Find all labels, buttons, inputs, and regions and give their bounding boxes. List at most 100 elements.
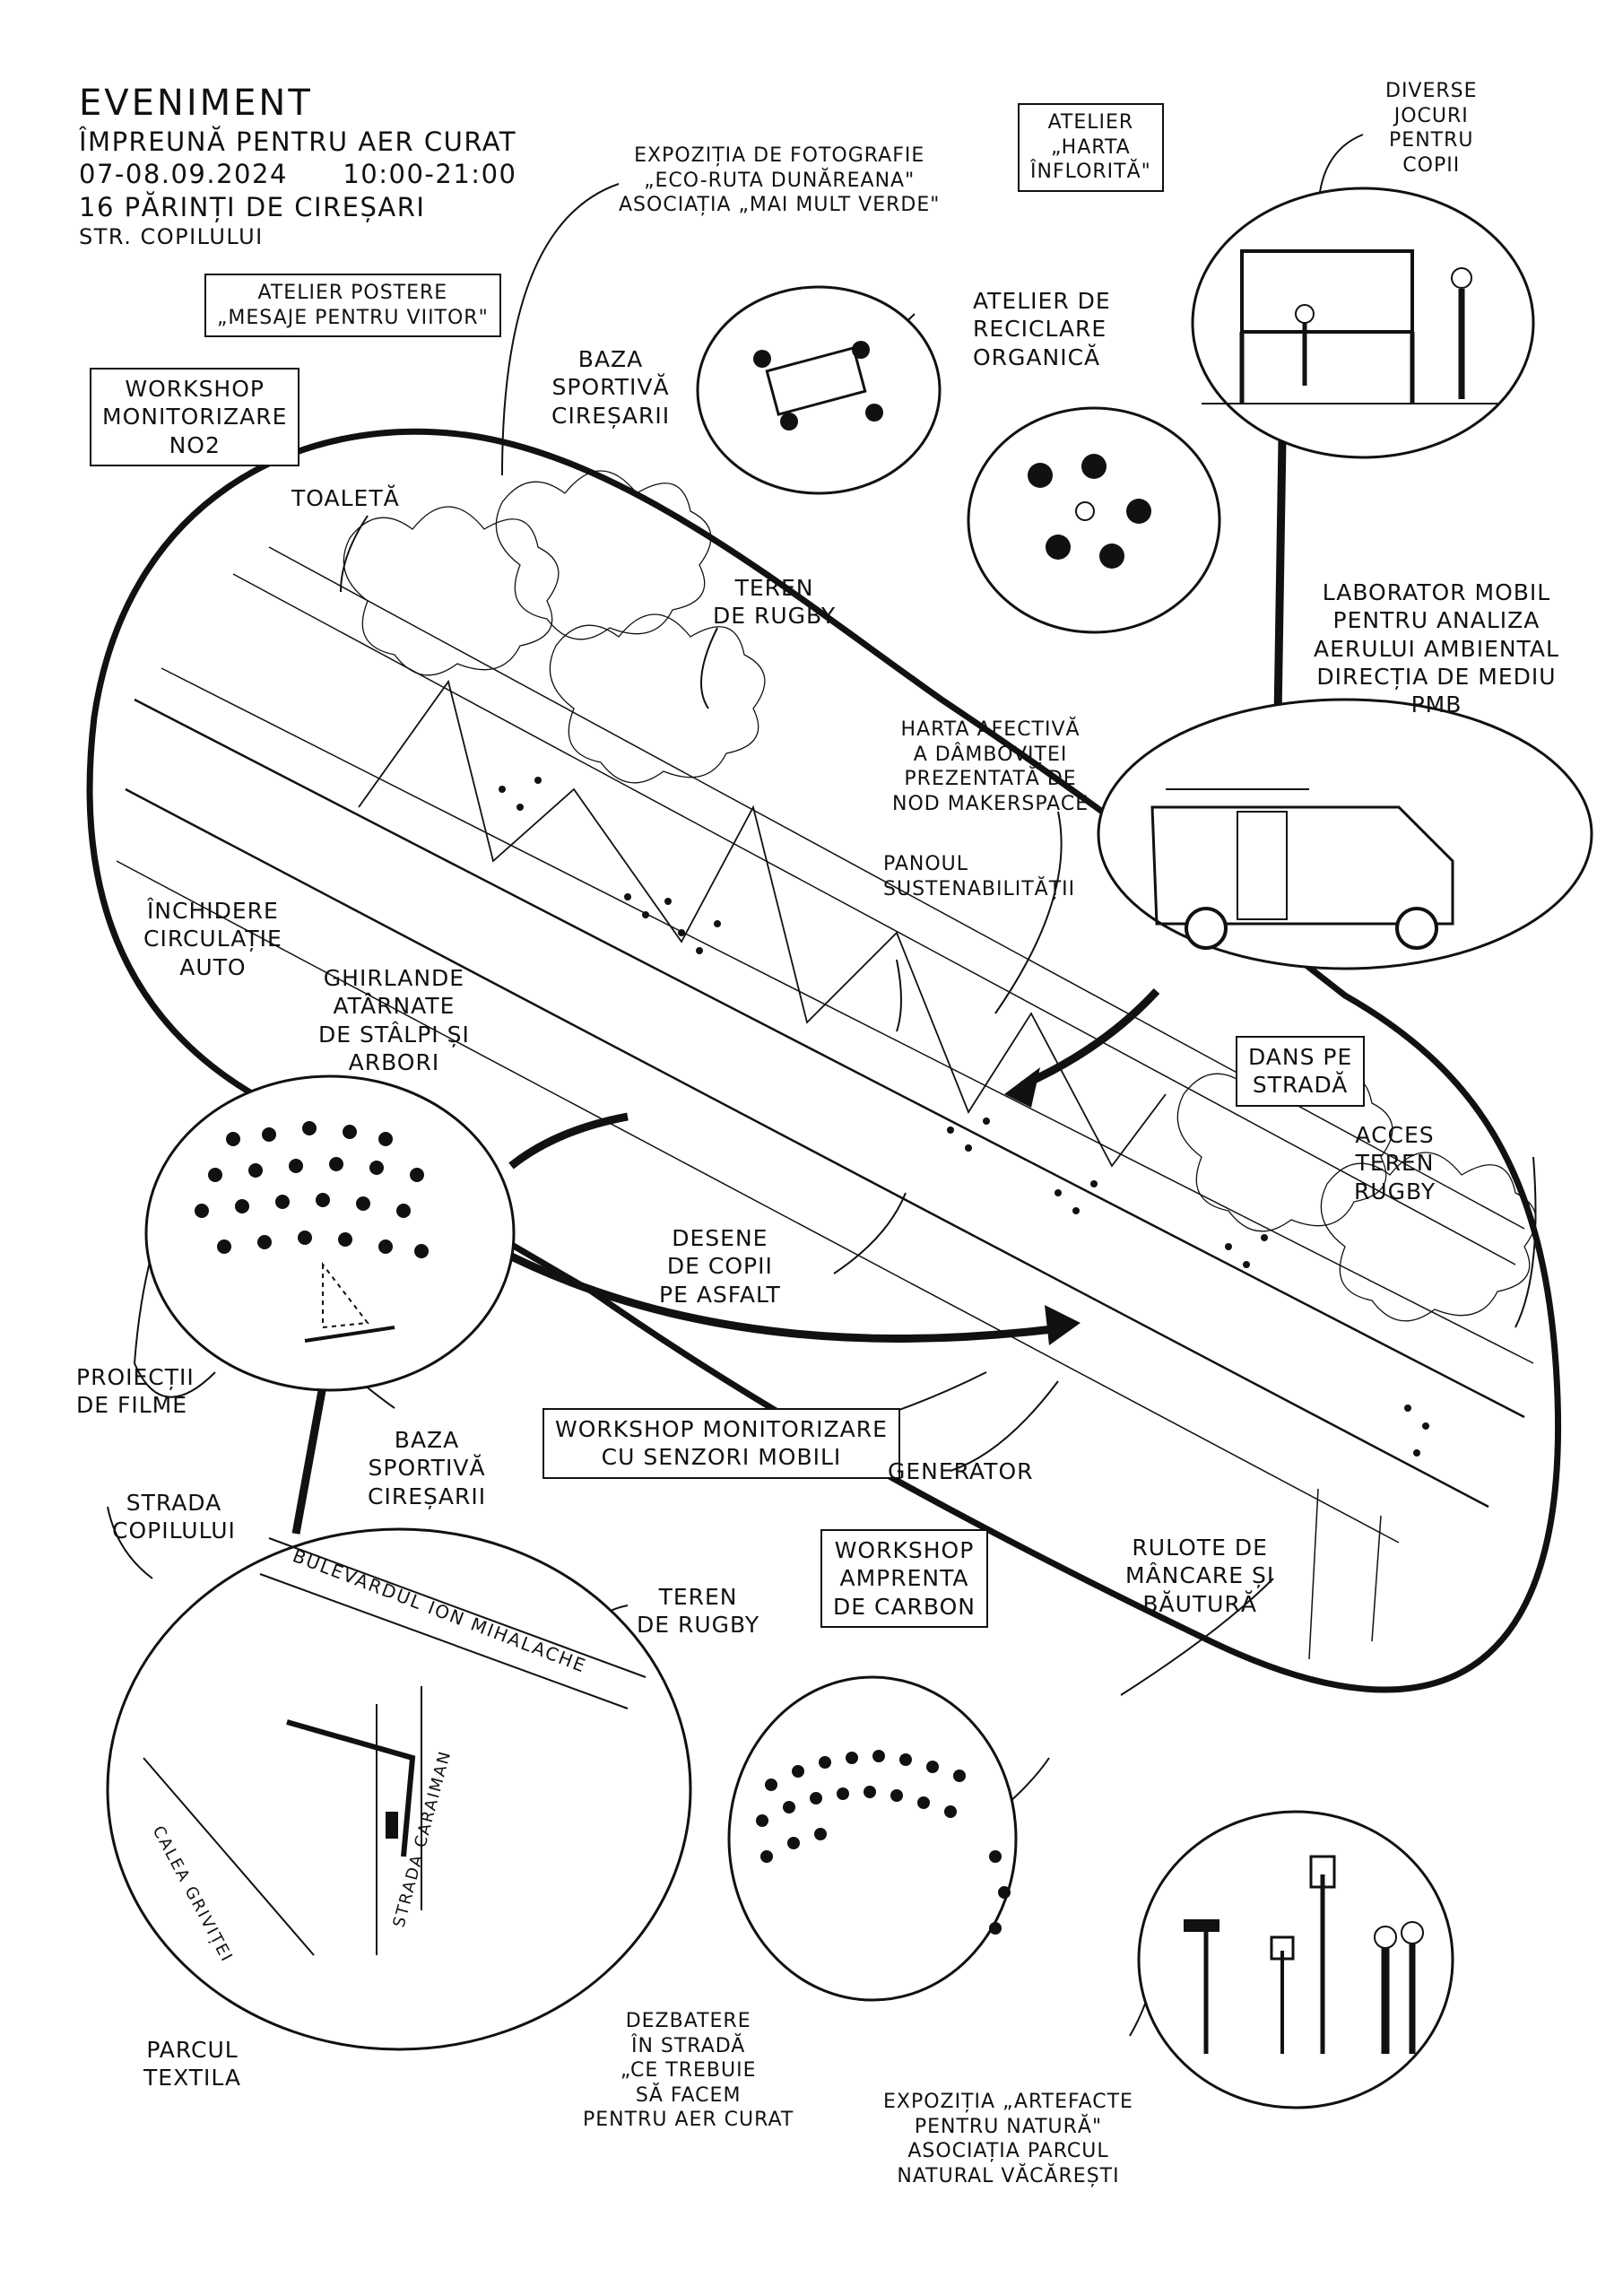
- label-line: PENTRU: [1389, 129, 1474, 152]
- label-line: PARCUL: [146, 2037, 239, 2063]
- label-line: SPORTIVĂ: [551, 374, 670, 401]
- label-line: MONITORIZARE: [102, 404, 288, 430]
- label-line: GHIRLANDE: [323, 965, 465, 991]
- label-line: SPORTIVĂ: [368, 1455, 486, 1482]
- label-line: NO2: [169, 431, 221, 458]
- label-line: BAZA: [577, 346, 644, 372]
- label-line: DIRECȚIA DE MEDIU: [1316, 663, 1557, 690]
- label-line: TEREN: [1355, 1150, 1435, 1177]
- label-line: RECICLARE: [973, 316, 1107, 343]
- label-generator: GENERATOR: [888, 1457, 1034, 1485]
- label-line: DE COPII: [666, 1253, 773, 1280]
- label-line: CIREȘARII: [551, 402, 671, 429]
- label-line: DANS PE: [1248, 1044, 1353, 1070]
- label-line: AERULUI AMBIENTAL: [1314, 635, 1559, 662]
- label-line: A DÂMBOVIȚEI: [913, 743, 1068, 766]
- label-line: PENTRU AER CURAT: [583, 2109, 794, 2131]
- label-line: ÎNCHIDERE: [146, 898, 279, 924]
- label-line: GENERATOR: [888, 1458, 1034, 1484]
- street-band: [116, 546, 1534, 1660]
- label-line: PANOUL: [883, 853, 969, 875]
- event-organizer: 16 PĂRINȚI DE CIREȘARI: [79, 191, 426, 222]
- label-line: ARBORI: [348, 1048, 440, 1075]
- label-line: PROIECȚII: [76, 1364, 195, 1390]
- label-line: DE STÂLPI ȘI: [318, 1021, 470, 1048]
- label-line: TEREN: [734, 575, 814, 601]
- label-line: PENTRU ANALIZA: [1332, 607, 1541, 634]
- label-line: ATELIER POSTERE: [257, 282, 448, 304]
- speckle-texture: [499, 777, 1429, 1457]
- label-line: TEREN: [658, 1584, 738, 1610]
- circle-van-scene: [1097, 698, 1593, 970]
- circle-group-scene: [967, 406, 1221, 634]
- label-line: BAZA: [394, 1427, 460, 1453]
- label-line: AMPRENTA: [839, 1565, 969, 1592]
- label-line: CIREȘARII: [368, 1483, 487, 1509]
- label-line: COPILULUI: [112, 1518, 236, 1544]
- label-line: MÂNCARE ȘI: [1125, 1562, 1275, 1589]
- label-line: AUTO: [179, 953, 247, 980]
- label-line: PMB: [1410, 691, 1462, 718]
- label-line: SĂ FACEM: [635, 2083, 742, 2107]
- label-line: DE RUGBY: [637, 1612, 760, 1639]
- label-line: ATELIER DE: [973, 288, 1111, 314]
- circle-dezbatere-scene: [727, 1675, 1018, 2002]
- circle-proiectii-scene: [144, 1074, 516, 1392]
- label-line: DESENE: [672, 1225, 768, 1251]
- label-line: PE ASFALT: [659, 1281, 781, 1308]
- label-expozitie-foto: EXPOZIȚIA DE FOTOGRAFIE„ECO-RUTA DUNĂREA…: [619, 144, 940, 218]
- label-line: „MESAJE PENTRU VIITOR": [217, 306, 489, 329]
- label-line: „ECO-RUTA DUNĂREANA": [644, 169, 916, 192]
- event-datetime: 07-08.09.2024 10:00-21:00: [79, 158, 516, 190]
- label-line: WORKSHOP: [125, 376, 265, 402]
- label-line: STRADA: [126, 1490, 222, 1516]
- label-line: RUGBY: [1354, 1178, 1436, 1205]
- circle-jocuri-scene: [1191, 187, 1535, 459]
- circle-artefacte-scene: [1137, 1810, 1454, 2109]
- label-line: DE CARBON: [833, 1593, 976, 1620]
- label-line: BĂUTURĂ: [1142, 1590, 1257, 1617]
- label-line: EXPOZIȚIA DE FOTOGRAFIE: [634, 144, 925, 167]
- label-atelier-postere: ATELIER POSTERE„MESAJE PENTRU VIITOR": [204, 274, 501, 337]
- label-line: ÎNFLORITĂ": [1030, 161, 1151, 183]
- label-line: LABORATOR MOBIL: [1322, 579, 1551, 605]
- label-line: DE FILME: [76, 1392, 188, 1419]
- label-line: „HARTA: [1051, 135, 1131, 159]
- label-line: ÎN STRADĂ: [630, 2034, 746, 2057]
- circle-location-map: [106, 1527, 692, 2051]
- label-line: SUSTENABILITĂȚII: [883, 877, 1076, 900]
- label-line: NOD MAKERSPACE: [892, 792, 1089, 815]
- label-line: ATELIER: [1047, 111, 1134, 134]
- label-line: NATURAL VĂCĂREȘTI: [897, 2164, 1120, 2187]
- circle-reciclare-scene: [696, 285, 942, 495]
- event-hours: 10:00-21:00: [343, 159, 517, 190]
- label-line: PREZENTATĂ DE: [904, 768, 1077, 790]
- event-header: EVENIMENT ÎMPREUNĂ PENTRU AER CURAT 07-0…: [79, 81, 516, 250]
- garland-lines: [358, 679, 1167, 1168]
- label-line: TEXTILA: [143, 2065, 242, 2092]
- event-site-outline: [86, 428, 1562, 1693]
- label-line: EXPOZIȚIA „ARTEFACTE: [883, 2091, 1133, 2113]
- label-line: HARTA AFECTIVĂ: [900, 718, 1081, 741]
- label-line: PENTRU NATURĂ": [914, 2115, 1103, 2138]
- label-line: ASOCIAȚIA „MAI MULT VERDE": [619, 194, 941, 216]
